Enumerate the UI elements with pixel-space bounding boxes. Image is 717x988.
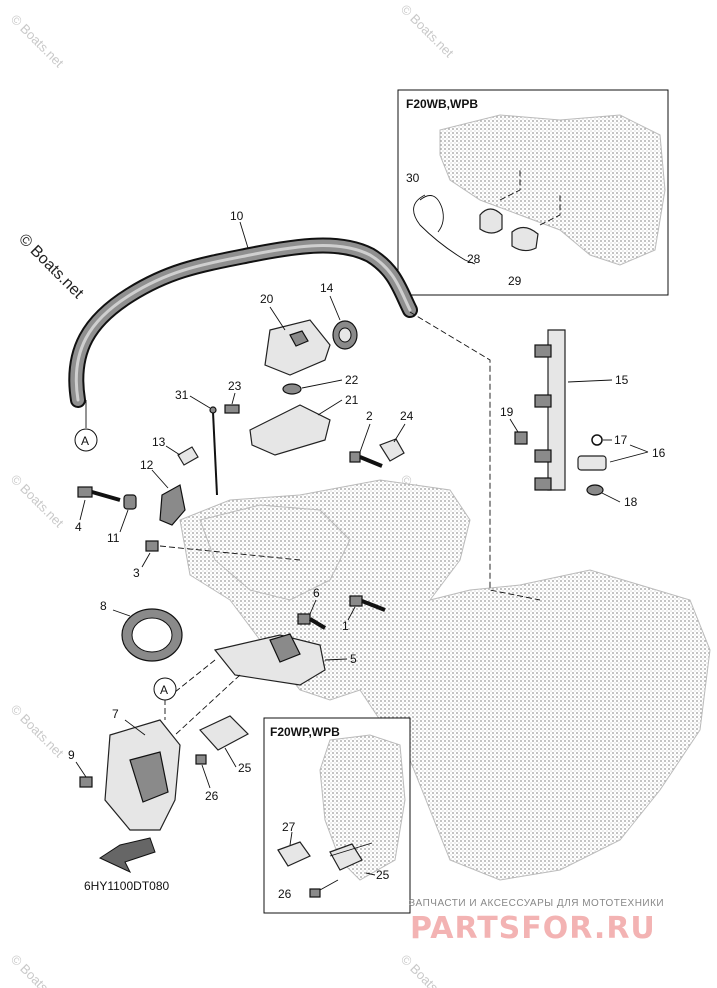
label-14: 14 bbox=[320, 281, 334, 295]
label-21: 21 bbox=[345, 393, 359, 407]
part-11: 11 bbox=[107, 494, 137, 545]
label-6: 6 bbox=[313, 586, 320, 600]
label-20: 20 bbox=[260, 292, 274, 306]
part-7: 7 bbox=[104, 707, 181, 831]
callout-a-top-label: A bbox=[81, 434, 89, 448]
label-16: 16 bbox=[652, 446, 666, 460]
label-19: 19 bbox=[500, 405, 514, 419]
part-12: 12 bbox=[140, 458, 186, 526]
part-19: 19 bbox=[500, 405, 528, 445]
part-5: 5 bbox=[164, 633, 357, 736]
label-31: 31 bbox=[175, 388, 189, 402]
watermark-7: © Boats.net bbox=[398, 952, 457, 988]
part-18: 18 bbox=[586, 484, 638, 509]
label-25-inset: 25 bbox=[376, 868, 390, 882]
callout-a-top: A bbox=[74, 428, 98, 452]
label-13: 13 bbox=[152, 435, 166, 449]
brand-name: PARTSFOR.RU bbox=[410, 911, 656, 946]
watermark-side: © Boats.net bbox=[15, 231, 87, 303]
inset-title-f20wb: F20WB,WPB bbox=[406, 97, 478, 111]
part-2: 2 bbox=[349, 409, 383, 468]
label-12: 12 bbox=[140, 458, 154, 472]
label-22: 22 bbox=[345, 373, 359, 387]
label-28: 28 bbox=[467, 252, 481, 266]
part-23: 23 bbox=[224, 379, 242, 414]
part-15-fuel-rail: 15 bbox=[534, 329, 629, 491]
part-8: 8 bbox=[100, 599, 183, 662]
watermark-5: © Boats.net bbox=[8, 702, 67, 761]
part-16: 16 bbox=[577, 444, 666, 471]
label-30: 30 bbox=[406, 171, 420, 185]
part-9: 9 bbox=[68, 748, 93, 788]
brand-tagline: ЗАПЧАСТИ И АКСЕССУАРЫ ДЛЯ МОТОТЕХНИКИ bbox=[409, 898, 664, 909]
watermark-3: © Boats.net bbox=[8, 472, 67, 531]
label-10: 10 bbox=[230, 209, 244, 223]
label-7: 7 bbox=[112, 707, 119, 721]
label-8: 8 bbox=[100, 599, 107, 613]
part-25: 25 bbox=[199, 715, 252, 775]
label-9: 9 bbox=[68, 748, 75, 762]
part-3: 3 bbox=[133, 540, 301, 580]
part-17: 17 bbox=[591, 433, 628, 447]
forward-arrow-icon bbox=[98, 837, 156, 874]
label-18: 18 bbox=[624, 495, 638, 509]
inset-title-f20wp: F20WP,WPB bbox=[270, 725, 340, 739]
engine-block bbox=[179, 479, 711, 881]
label-11: 11 bbox=[107, 531, 120, 545]
part-21: 21 bbox=[249, 393, 359, 456]
label-26: 26 bbox=[205, 789, 219, 803]
part-14: 14 bbox=[320, 281, 358, 350]
callout-a-mid-label: A bbox=[160, 683, 168, 697]
watermark-6: © Boats.net bbox=[8, 952, 67, 988]
label-26-inset: 26 bbox=[278, 887, 292, 901]
label-5: 5 bbox=[350, 652, 357, 666]
hose-10: 10 bbox=[68, 209, 541, 601]
diagram-code: 6HY1100DT080 bbox=[84, 879, 169, 893]
label-17: 17 bbox=[614, 433, 628, 447]
watermark-2: © Boats.net bbox=[398, 2, 457, 61]
label-2: 2 bbox=[366, 409, 373, 423]
part-31: 31 bbox=[175, 388, 218, 496]
part-1: 1 bbox=[342, 595, 386, 633]
watermark-1: © Boats.net bbox=[8, 12, 67, 71]
part-24: 24 bbox=[379, 409, 414, 462]
label-15: 15 bbox=[615, 373, 629, 387]
part-6: 6 bbox=[297, 586, 327, 630]
callout-a-mid: A bbox=[153, 677, 177, 701]
part-20: 20 bbox=[260, 292, 331, 376]
label-24: 24 bbox=[400, 409, 414, 423]
label-27: 27 bbox=[282, 820, 296, 834]
part-13: 13 bbox=[152, 435, 199, 466]
label-23: 23 bbox=[228, 379, 242, 393]
label-3: 3 bbox=[133, 566, 140, 580]
label-4: 4 bbox=[75, 520, 82, 534]
inset-box-f20wp: F20WP,WPB 27 25 26 bbox=[263, 717, 411, 914]
label-25: 25 bbox=[238, 761, 252, 775]
inset-box-f20wb: F20WB,WPB 30 28 29 bbox=[397, 89, 669, 296]
part-22: 22 bbox=[282, 373, 359, 395]
part-26: 26 bbox=[195, 754, 219, 803]
label-29: 29 bbox=[508, 274, 522, 288]
part-4: 4 bbox=[75, 486, 121, 534]
label-1: 1 bbox=[342, 619, 349, 633]
brand-footer: ЗАПЧАСТИ И АКСЕССУАРЫ ДЛЯ МОТОТЕХНИКИ PA… bbox=[409, 898, 664, 946]
